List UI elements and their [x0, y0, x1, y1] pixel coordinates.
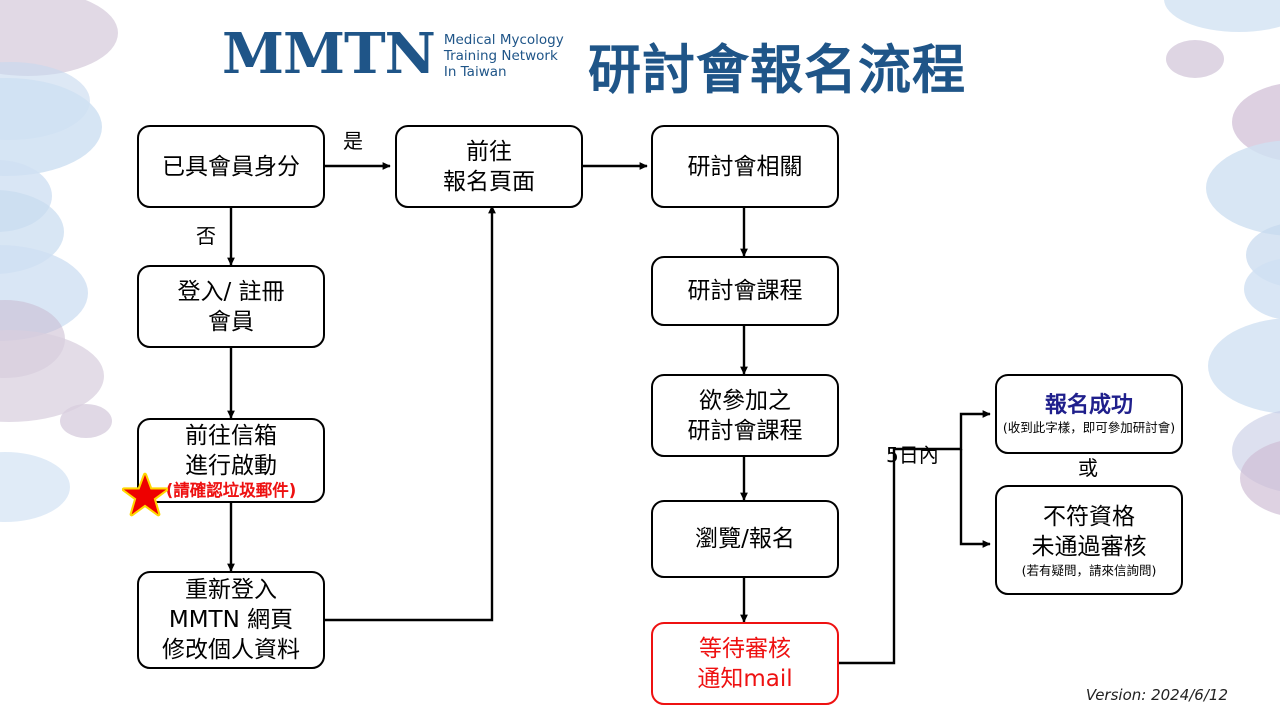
- success-note: (收到此字樣，即可參加研討會): [1002, 419, 1176, 435]
- slide-header: MMTN Medical Mycology Training Network I…: [0, 0, 1280, 112]
- node-line: MMTN 網頁: [168, 607, 294, 633]
- node-member-status[interactable]: 已具會員身分: [137, 125, 325, 208]
- node-line: 登入/ 註冊: [177, 278, 285, 305]
- not-qualified-note: (若有疑問，請來信詢問): [1021, 562, 1157, 578]
- node-warning-note: (請確認垃圾郵件): [165, 480, 297, 500]
- node-line: 已具會員身分: [162, 153, 300, 180]
- success-headline: 報名成功: [1044, 392, 1133, 418]
- node-line: 研討會相關: [687, 153, 803, 180]
- logo-tagline-line: Training Network: [443, 48, 558, 64]
- node-line: 修改個人資料: [162, 637, 300, 663]
- logo-wordmark: MMTN: [222, 21, 436, 87]
- node-browse-signup[interactable]: 瀏覽/報名: [651, 500, 839, 578]
- node-seminar-info[interactable]: 研討會相關: [651, 125, 839, 208]
- node-line: 前往: [466, 138, 512, 165]
- node-line: 未通過審核: [1031, 533, 1147, 560]
- edge-label-or: 或: [1078, 456, 1098, 480]
- logo-tagline-line: Medical Mycology: [443, 32, 564, 48]
- star-icon: [122, 472, 168, 517]
- node-login-register[interactable]: 登入/ 註冊 會員: [137, 265, 325, 348]
- node-desired-courses[interactable]: 欲參加之 研討會課程: [651, 374, 839, 457]
- node-line: 前往信箱: [185, 422, 277, 449]
- node-line: 進行啟動: [185, 452, 277, 479]
- node-line: 欲參加之: [699, 387, 791, 414]
- node-goto-signup-page[interactable]: 前往 報名頁面: [395, 125, 583, 208]
- node-signup-success[interactable]: 報名成功 (收到此字樣，即可參加研討會): [995, 374, 1183, 454]
- node-line: 瀏覽/報名: [695, 526, 795, 552]
- page-title: 研討會報名流程: [588, 40, 966, 101]
- edge-label-within-5-days: 5日內: [886, 443, 939, 467]
- node-line: 重新登入: [185, 577, 277, 603]
- edge-label-no: 否: [196, 224, 216, 248]
- logo-tagline: Medical Mycology Training Network In Tai…: [444, 32, 564, 80]
- node-line: 報名頁面: [443, 168, 535, 195]
- node-line: 通知mail: [697, 665, 793, 692]
- logo-tagline-line: In Taiwan: [443, 64, 507, 80]
- node-relogin-profile[interactable]: 重新登入 MMTN 網頁 修改個人資料: [137, 571, 325, 669]
- version-label: Version: 2024/6/12: [1085, 686, 1228, 704]
- node-line: 會員: [208, 308, 254, 335]
- node-line: 不符資格: [1043, 503, 1135, 530]
- node-line: 研討會課程: [687, 278, 803, 304]
- edge-label-yes: 是: [343, 129, 363, 153]
- node-activate-mailbox[interactable]: 前往信箱 進行啟動 (請確認垃圾郵件): [137, 418, 325, 503]
- mmtn-logo: MMTN Medical Mycology Training Network I…: [222, 26, 564, 82]
- node-line: 研討會課程: [687, 417, 803, 444]
- node-line: 等待審核: [699, 635, 791, 662]
- node-not-qualified[interactable]: 不符資格 未通過審核 (若有疑問，請來信詢問): [995, 485, 1183, 595]
- node-awaiting-review[interactable]: 等待審核 通知mail: [651, 622, 839, 705]
- node-seminar-courses[interactable]: 研討會課程: [651, 256, 839, 326]
